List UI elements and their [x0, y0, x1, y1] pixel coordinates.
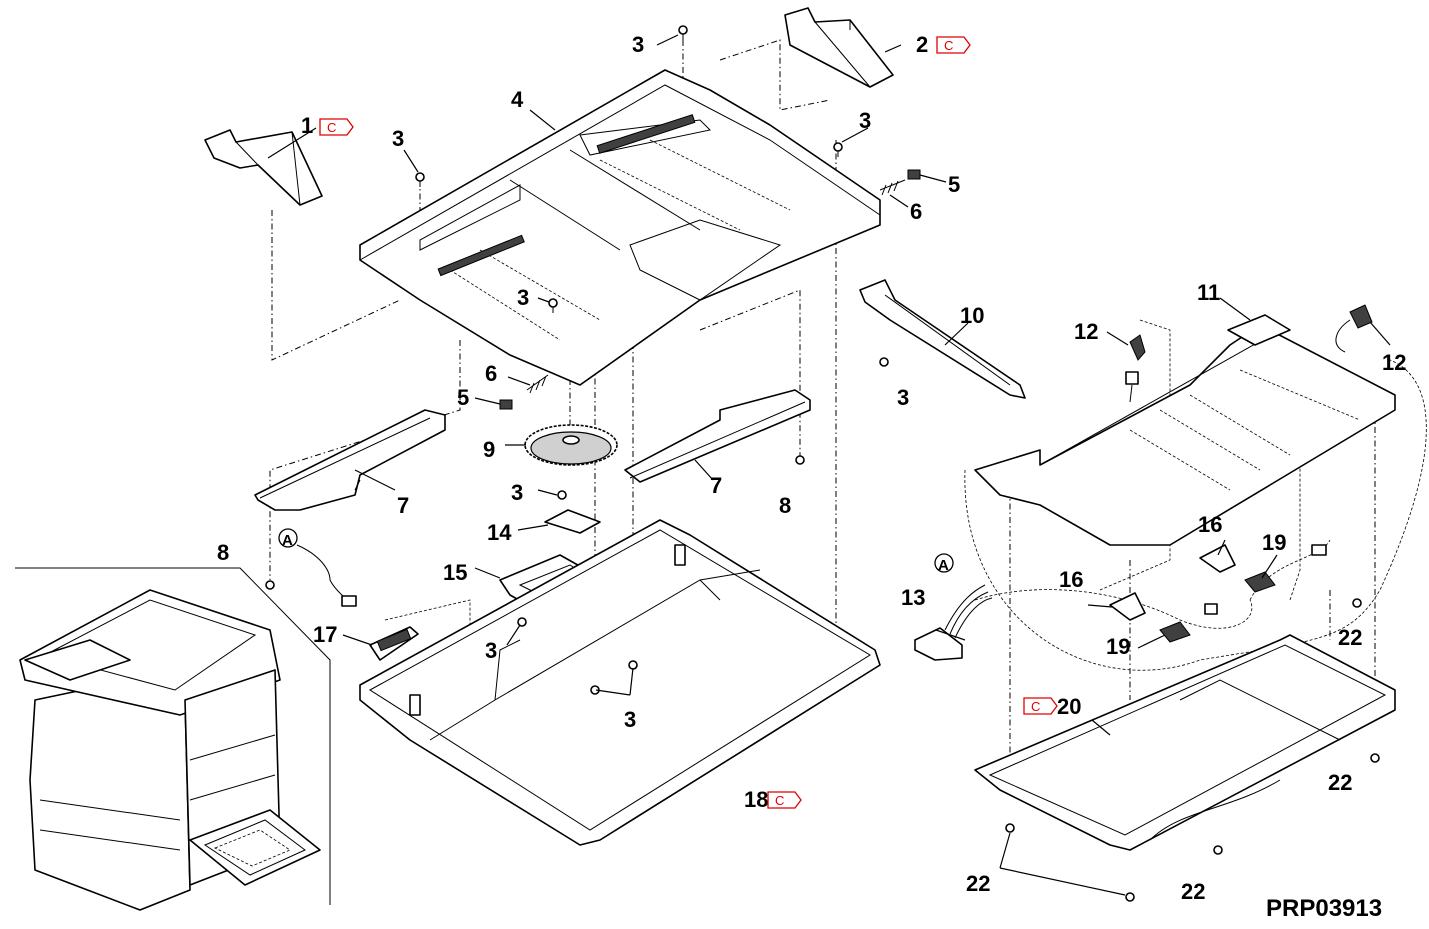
label-16: 16 — [1059, 567, 1083, 592]
label-10: 10 — [960, 303, 984, 328]
label-7: 7 — [397, 493, 409, 518]
part-1-guide — [204, 129, 323, 206]
svg-text:C: C — [1031, 699, 1040, 714]
part-12-sensor-left — [1125, 334, 1146, 403]
label-5: 5 — [948, 172, 960, 197]
label-22: 22 — [1181, 879, 1205, 904]
label-5: 5 — [457, 385, 469, 410]
label-2: 2 — [916, 32, 928, 57]
c-mark-part-18: C — [767, 791, 802, 809]
label-17: 17 — [313, 622, 337, 647]
part-19-sensor — [1159, 544, 1327, 643]
part-16-sensor — [1109, 544, 1236, 621]
label-22: 22 — [1338, 625, 1362, 650]
label-6: 6 — [485, 361, 497, 386]
part-10-rail — [859, 279, 1026, 399]
part-7-left-guide-rail — [254, 409, 446, 511]
label-3: 3 — [897, 385, 909, 410]
label-3: 3 — [632, 32, 644, 57]
copier-inset-illustration — [15, 567, 331, 911]
label-19: 19 — [1262, 530, 1286, 555]
label-1: 1 — [301, 113, 313, 138]
label-3: 3 — [859, 108, 871, 133]
label-6: 6 — [910, 199, 922, 224]
label-19: 19 — [1106, 634, 1130, 659]
reference-markers: A A — [278, 528, 954, 574]
label-8: 8 — [779, 493, 791, 518]
label-8: 8 — [217, 540, 229, 565]
label-15: 15 — [443, 560, 467, 585]
label-22: 22 — [966, 871, 990, 896]
label-13: 13 — [901, 585, 925, 610]
ref-a-marker: A — [938, 557, 949, 574]
c-mark-part-1: C — [319, 118, 354, 136]
part-9-gear — [524, 424, 618, 466]
harness-plug — [341, 595, 357, 607]
part-20-bottom-cover — [974, 634, 1396, 851]
part-13-harness — [914, 584, 993, 661]
label-20: 20 — [1057, 694, 1081, 719]
part-18-lower-tray — [359, 519, 881, 846]
label-3: 3 — [392, 126, 404, 151]
label-12: 12 — [1074, 319, 1098, 344]
c-mark-part-20: C — [1023, 697, 1058, 715]
part-12-sensor-right — [1335, 304, 1373, 353]
label-7: 7 — [710, 473, 722, 498]
label-11: 11 — [1197, 280, 1220, 305]
svg-text:C: C — [775, 793, 784, 808]
harness-a — [296, 544, 351, 603]
label-14: 14 — [487, 520, 512, 545]
svg-text:C: C — [327, 120, 336, 135]
part-labels: 3 2 4 1 3 3 5 6 3 10 11 12 12 6 5 3 9 7 … — [217, 32, 1406, 922]
c-mark-part-2: C — [936, 36, 971, 54]
leader-lines — [267, 34, 1391, 896]
label-9: 9 — [483, 437, 495, 462]
label-16: 16 — [1198, 512, 1222, 537]
svg-text:C: C — [944, 38, 953, 53]
label-4: 4 — [511, 87, 524, 112]
screws — [265, 25, 1380, 902]
part-17-connector — [369, 626, 419, 661]
label-18: 18 — [744, 787, 768, 812]
part-14-bracket — [544, 509, 601, 534]
diagram-code: PRP03913 — [1266, 895, 1382, 922]
label-22: 22 — [1328, 770, 1352, 795]
label-12: 12 — [1382, 350, 1406, 375]
c-marks: C C C C — [319, 36, 1058, 809]
label-3: 3 — [624, 707, 636, 732]
part-4-upper-tray — [359, 69, 881, 386]
ref-a-marker: A — [282, 532, 293, 549]
part-2-guide — [784, 7, 894, 88]
label-3: 3 — [517, 285, 529, 310]
part-11-right-tray — [974, 314, 1396, 546]
label-3: 3 — [511, 480, 523, 505]
part-7-right-guide-rail — [624, 389, 811, 483]
label-3: 3 — [485, 638, 497, 663]
